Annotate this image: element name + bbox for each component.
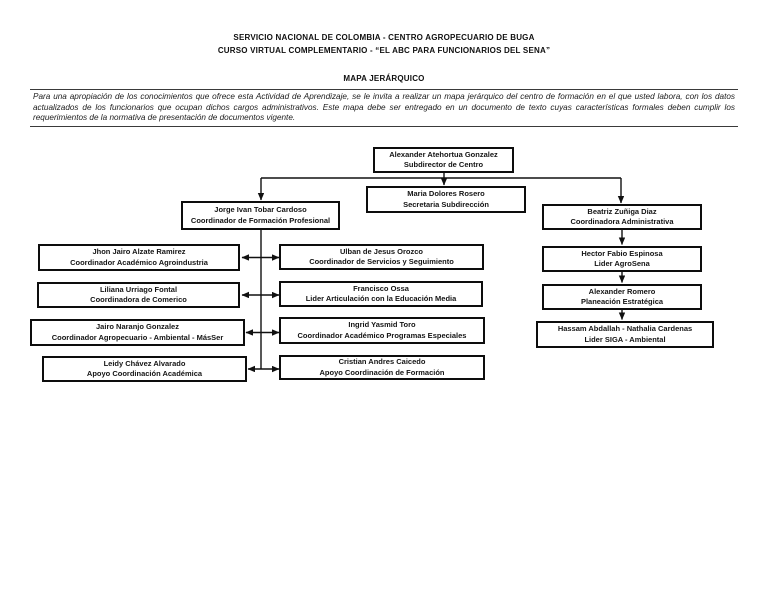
person-name: Alexander Romero <box>588 286 656 296</box>
person-name: Francisco Ossa <box>353 283 409 293</box>
org-node-formacion: Jorge Ivan Tobar Cardoso Coordinador de … <box>181 201 340 230</box>
person-name: Maria Dolores Rosero <box>407 189 485 198</box>
org-node-agrosena: Hector Fabio Espinosa Lider AgroSena <box>542 246 702 272</box>
org-node-subdirector: Alexander Atehortua Gonzalez Subdirector… <box>373 147 514 173</box>
person-role: Secretaria Subdirección <box>403 199 489 209</box>
document-subtitle: CURSO VIRTUAL COMPLEMENTARIO - “EL ABC P… <box>217 46 551 55</box>
document-title: SERVICIO NACIONAL DE COLOMBIA - CENTRO A… <box>233 33 535 42</box>
document-header: SERVICIO NACIONAL DE COLOMBIA - CENTRO A… <box>0 31 768 83</box>
person-name: Jorge Ivan Tobar Cardoso <box>214 205 307 214</box>
person-name: Beatriz Zuñiga Diaz <box>587 206 657 216</box>
org-node-apoyo-academica: Leidy Chávez Alvarado Apoyo Coordinación… <box>42 356 247 382</box>
person-role: Apoyo Coordinación de Formación <box>319 367 445 377</box>
org-node-servicios: Ulban de Jesus Orozco Coordinador de Ser… <box>279 244 484 270</box>
person-name: Leidy Chávez Alvarado <box>103 358 186 368</box>
person-name: Jairo Naranjo Gonzalez <box>96 322 179 331</box>
person-role: Apoyo Coordinación Académica <box>86 369 203 378</box>
person-role: Coordinador Agropecuario - Ambiental - M… <box>51 332 224 342</box>
person-role: Subdirector de Centro <box>403 160 484 169</box>
person-name: Ingrid Yasmid Toro <box>348 320 416 329</box>
person-name: Hassam Abdallah - Nathalia Cardenas <box>557 324 693 333</box>
person-role: Lider SIGA - Ambiental <box>584 334 666 344</box>
person-name: Alexander Atehortua Gonzalez <box>389 149 498 159</box>
divider-bottom <box>30 126 738 127</box>
section-title: MAPA JERÁRQUICO <box>343 74 425 83</box>
org-node-articulacion: Francisco Ossa Lider Articulación con la… <box>279 281 483 307</box>
org-node-planeacion: Alexander Romero Planeación Estratégica <box>542 284 702 310</box>
person-name: Jhon Jairo Alzate Ramirez <box>92 247 186 256</box>
person-role: Coordinadora Administrativa <box>570 217 674 226</box>
person-role: Coordinador Académico Agroindustria <box>70 257 208 267</box>
divider-top <box>30 89 738 90</box>
intro-paragraph: Para una apropiación de los conocimiento… <box>33 92 735 123</box>
person-role: Coordinadora de Comerico <box>90 295 187 304</box>
person-role: Coordinador Académico Programas Especial… <box>297 330 467 340</box>
org-node-administrativa: Beatriz Zuñiga Diaz Coordinadora Adminis… <box>542 204 702 230</box>
person-name: Cristian Andres Caicedo <box>338 357 426 366</box>
person-role: Coordinador de Formación Profesional <box>190 215 331 225</box>
person-role: Coordinador de Servicios y Seguimiento <box>309 257 454 266</box>
person-name: Ulban de Jesus Orozco <box>340 246 423 256</box>
person-role: Planeación Estratégica <box>580 297 664 306</box>
org-node-especiales: Ingrid Yasmid Toro Coordinador Académico… <box>279 317 485 344</box>
org-node-secretaria: Maria Dolores Rosero Secretaria Subdirec… <box>366 186 526 213</box>
person-name: Hector Fabio Espinosa <box>581 248 663 258</box>
org-node-agroindustria: Jhon Jairo Alzate Ramirez Coordinador Ac… <box>38 244 240 271</box>
person-role: Lider AgroSena <box>594 259 650 268</box>
org-node-siga: Hassam Abdallah - Nathalia Cardenas Lide… <box>536 321 714 348</box>
org-node-apoyo-formacion: Cristian Andres Caicedo Apoyo Coordinaci… <box>279 355 485 380</box>
person-name: Liliana Urriago Fontal <box>99 284 178 294</box>
person-role: Lider Articulación con la Educación Medi… <box>305 294 457 303</box>
org-node-agropecuario: Jairo Naranjo Gonzalez Coordinador Agrop… <box>30 319 245 346</box>
org-node-comercio: Liliana Urriago Fontal Coordinadora de C… <box>37 282 240 308</box>
